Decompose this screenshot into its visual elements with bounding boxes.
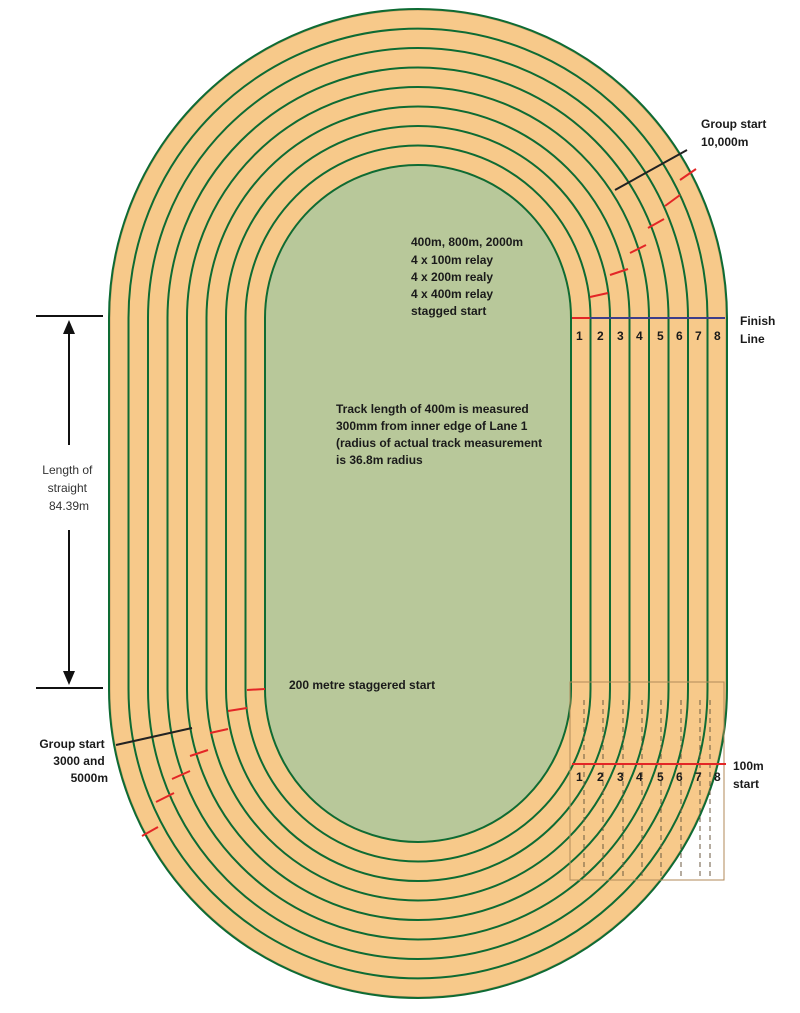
stagger-mark: [209, 728, 229, 734]
lane-line: [244, 144, 592, 863]
start-lane-number: 6: [676, 770, 683, 784]
finish-lane-number: 4: [636, 329, 643, 343]
lane-line: [264, 164, 572, 843]
lane-lines: [108, 8, 728, 999]
stagger-mark: [589, 292, 609, 298]
group-start-10000-label: Group start 10,000m: [701, 117, 770, 149]
finish-line-label: Finish Line: [740, 314, 779, 346]
lane-line: [205, 105, 631, 902]
infield: [266, 166, 570, 841]
start-lane-numbers: 1 2 3 4 5 6 7 8: [576, 770, 721, 784]
stagger-mark: [155, 792, 175, 803]
lane-line: [186, 86, 650, 921]
finish-lane-number: 3: [617, 329, 624, 343]
start-100m-label: 100m start: [733, 759, 767, 791]
finish-lane-numbers: 1 2 3 4 5 6 7 8: [576, 329, 721, 343]
start-lane-number: 3: [617, 770, 624, 784]
start-lane-number: 8: [714, 770, 721, 784]
stagger-marks: [141, 168, 697, 837]
finish-lane-number: 2: [597, 329, 604, 343]
relay-start-note: 400m, 800m, 2000m 4 x 100m relay 4 x 200…: [411, 235, 526, 318]
stagger-mark: [664, 194, 681, 207]
lane-line: [166, 66, 670, 941]
finish-lane-number: 1: [576, 329, 583, 343]
straight-length-dimension: Length of straight 84.39m: [36, 315, 103, 689]
start-100m-box: [569, 681, 725, 881]
staggered-200-label: 200 metre staggered start: [289, 678, 435, 692]
stagger-mark: [246, 688, 266, 691]
start-lane-number: 1: [576, 770, 583, 784]
start-lane-number: 4: [636, 770, 643, 784]
group-start-3000-5000-line: [115, 727, 193, 746]
stagger-mark: [629, 244, 647, 254]
lane-line: [147, 47, 689, 960]
lane-line: [127, 27, 709, 980]
finish-lane-number: 8: [714, 329, 721, 343]
stagger-mark: [679, 168, 697, 181]
finish-lane-number: 5: [657, 329, 664, 343]
stagger-mark: [171, 770, 191, 780]
measurement-note: Track length of 400m is measured 300mm f…: [336, 402, 545, 467]
stagger-mark: [227, 707, 248, 712]
lane-line: [225, 125, 611, 882]
stagger-mark: [189, 749, 209, 757]
finish-lane-number: 6: [676, 329, 683, 343]
stagger-mark: [647, 218, 665, 229]
group-start-10000-line: [614, 149, 688, 191]
start-lane-number: 7: [695, 770, 702, 784]
straight-length-label: Length of straight 84.39m: [42, 463, 95, 513]
group-start-3000-5000-label: Group start 3000 and 5000m: [39, 737, 108, 785]
stagger-mark: [609, 268, 629, 276]
finish-lane-number: 7: [695, 329, 702, 343]
lane-line: [108, 8, 728, 999]
start-lane-number: 2: [597, 770, 604, 784]
stagger-mark: [141, 826, 159, 837]
start-lane-number: 5: [657, 770, 664, 784]
